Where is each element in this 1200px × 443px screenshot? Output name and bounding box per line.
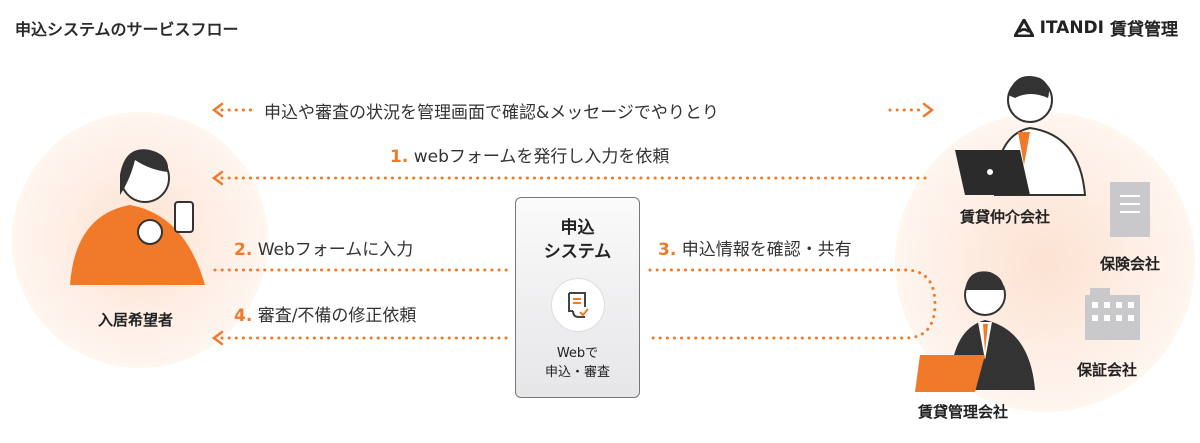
arrowhead-left-icon: [211, 330, 224, 346]
flow-2-label: 2. Webフォームに入力: [234, 235, 413, 260]
system-title-1: 申込: [560, 218, 595, 238]
manager-illustration: [915, 271, 1035, 392]
logo-product: 賃貸管理: [1110, 20, 1178, 40]
flow-3-number: 3.: [658, 240, 677, 260]
system-sub-1: Webで: [556, 346, 599, 361]
application-system-box: 申込システム Webで申込・審査: [515, 197, 640, 398]
flow-3-label: 3. 申込情報を確認・共有: [658, 235, 852, 260]
flow-3-text: 申込情報を確認・共有: [681, 240, 852, 260]
flow-2-text: Webフォームに入力: [257, 240, 414, 260]
arrowhead-left-icon: [211, 170, 224, 186]
insurance-label: 保険会社: [1100, 255, 1161, 273]
broker-illustration: [955, 76, 1087, 196]
top-arrow-label: 申込や審査の状況を管理画面で確認&メッセージでやりとり: [264, 103, 719, 123]
logo-brand: ITANDI: [1039, 17, 1104, 38]
system-title-2: システム: [543, 242, 612, 262]
flow-4-number: 4.: [234, 306, 253, 326]
flow-1-text: webフォームを発行し入力を依頼: [413, 147, 670, 167]
insurance-building-icon: [1110, 182, 1150, 237]
applicant-illustration: [70, 149, 205, 285]
broker-label: 賃貸仲介会社: [960, 208, 1051, 226]
flow-1-label: 1. webフォームを発行し入力を依頼: [390, 142, 669, 167]
guarantor-building-icon: [1085, 288, 1140, 340]
arrowhead-left-icon: [211, 102, 224, 118]
manager-label: 賃貸管理会社: [918, 403, 1009, 421]
flow-4-text: 審査/不備の修正依頼: [257, 306, 417, 326]
system-sub-2: 申込・審査: [544, 365, 610, 380]
arrowhead-right-icon: [922, 102, 935, 118]
itandi-logo: ITANDI 賃貸管理: [1013, 15, 1178, 40]
document-check-icon: [550, 278, 605, 332]
flow-4-label: 4. 審査/不備の修正依頼: [234, 301, 416, 326]
page-title: 申込システムのサービスフロー: [15, 20, 239, 39]
flow-1-number: 1.: [390, 147, 409, 167]
itandi-logo-icon: [1013, 18, 1034, 37]
flow-3-line: [648, 268, 937, 340]
applicant-label: 入居希望者: [98, 311, 174, 329]
flow-2-number: 2.: [234, 240, 253, 260]
guarantor-label: 保証会社: [1077, 361, 1138, 379]
